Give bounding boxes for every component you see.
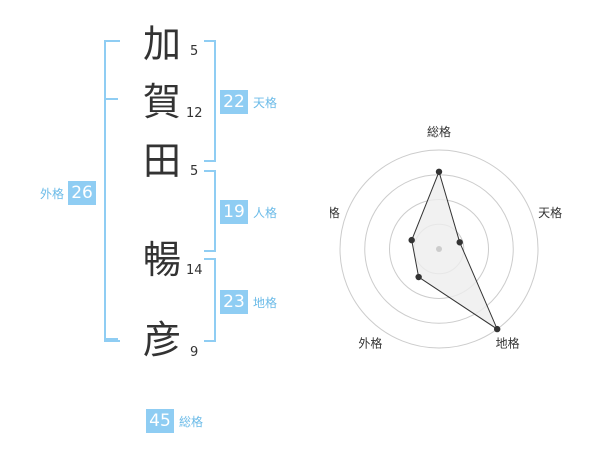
name-char-3: 田 [142, 139, 181, 183]
tenkaku-badge: 22 天格 [220, 90, 277, 114]
gaikaku-label: 外格 [40, 186, 65, 201]
radar-data-point [415, 273, 422, 281]
radar-center-dot [436, 246, 442, 252]
chikaku-bracket [204, 258, 216, 342]
gaikaku-bracket-tick-bottom [104, 338, 118, 340]
name-char-5: 彦 [142, 318, 181, 362]
stroke-count-4: 14 [186, 263, 203, 278]
gaikaku-bracket [104, 40, 120, 342]
gaikaku-value: 26 [68, 181, 97, 205]
tenkaku-value: 22 [220, 90, 248, 114]
soukaku-label: 総格 [179, 414, 204, 429]
radar-axis-label: 総格 [427, 124, 451, 139]
radar-data-point [456, 239, 463, 246]
chikaku-value: 23 [220, 290, 248, 314]
radar-grid-ring [339, 149, 539, 349]
tenkaku-label: 天格 [253, 95, 278, 110]
tenkaku-bracket [204, 40, 216, 162]
gaikaku-bracket-tick-top [104, 98, 118, 100]
radar-axis-label: 地格 [496, 336, 520, 351]
stroke-count-1: 5 [190, 44, 199, 59]
soukaku-badge: 45 総格 [146, 409, 203, 433]
radar-data-point [493, 325, 501, 333]
radar-axis-label: 人格 [330, 205, 340, 220]
gaikaku-badge: 外格 26 [40, 181, 97, 205]
jinkaku-value: 19 [220, 200, 248, 224]
jinkaku-bracket [204, 170, 216, 252]
chikaku-badge: 23 地格 [220, 290, 277, 314]
radar-axis-label: 天格 [538, 205, 562, 220]
radar-series-area [411, 170, 499, 331]
stroke-count-5: 9 [190, 345, 199, 360]
name-char-1: 加 [142, 22, 181, 66]
stroke-count-3: 5 [190, 164, 199, 179]
name-char-4: 暢 [142, 238, 181, 282]
name-char-2: 賀 [142, 80, 181, 124]
radar-data-point [435, 168, 443, 175]
chikaku-label: 地格 [253, 295, 278, 310]
stroke-count-2: 12 [186, 106, 203, 121]
jinkaku-label: 人格 [253, 205, 278, 220]
soukaku-value: 45 [146, 409, 174, 433]
radar-data-point [408, 236, 415, 244]
jinkaku-badge: 19 人格 [220, 200, 277, 224]
radar-axis-label: 外格 [358, 336, 382, 351]
